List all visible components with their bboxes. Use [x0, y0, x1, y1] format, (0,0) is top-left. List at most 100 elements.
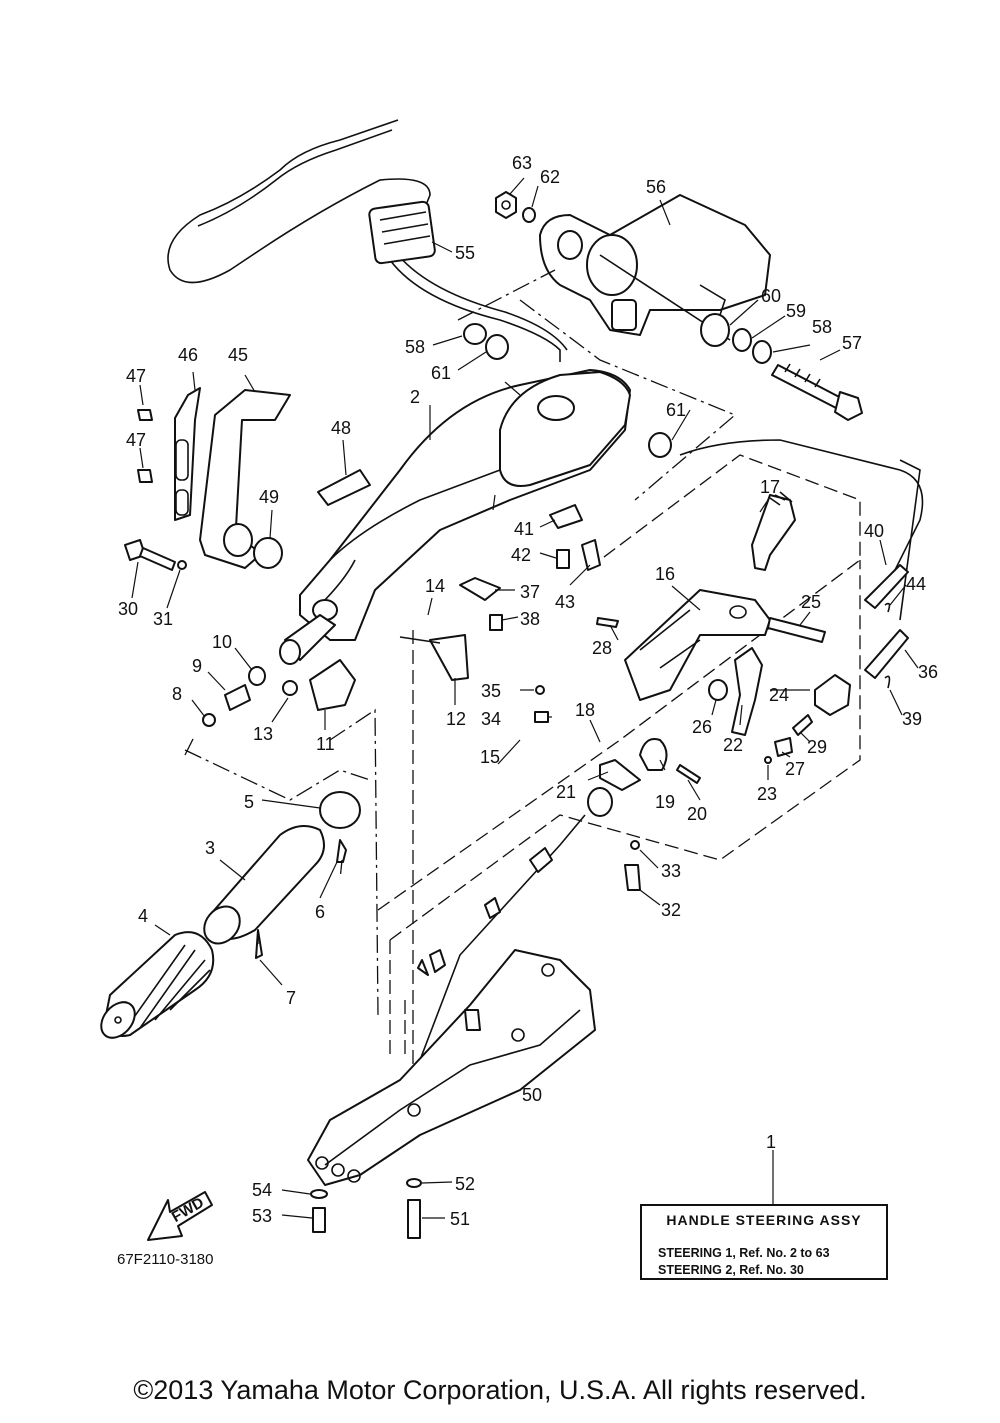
callout-52: 52	[455, 1174, 475, 1194]
collar-5	[319, 791, 361, 829]
callout-16: 16	[655, 564, 675, 584]
bushing-61-left	[485, 334, 509, 360]
callout-43: 43	[555, 592, 575, 612]
callout-24: 24	[769, 685, 789, 705]
callout-54: 54	[252, 1180, 272, 1200]
cable-end-40	[864, 564, 909, 609]
callout-49: 49	[259, 487, 279, 507]
callout-23: 23	[757, 784, 777, 804]
pin-20	[676, 764, 701, 784]
clip-39	[884, 675, 891, 689]
bolt-57	[771, 363, 863, 421]
cover-50	[307, 949, 596, 1186]
bolt-30	[124, 539, 176, 571]
callout-58a: 58	[812, 317, 832, 337]
reference-line-2: STEERING 2, Ref. No. 30	[658, 1263, 804, 1277]
callout-40: 40	[864, 521, 884, 541]
callout-60: 60	[761, 286, 781, 306]
callout-32: 32	[661, 900, 681, 920]
reference-title: HANDLE STEERING ASSY	[666, 1212, 862, 1228]
callout-11: 11	[316, 734, 335, 754]
screw-47-lower	[137, 469, 153, 483]
callout-55: 55	[455, 243, 475, 263]
callout-14: 14	[425, 576, 445, 596]
block-24	[814, 674, 851, 716]
clip-44	[884, 602, 891, 613]
callout-61a: 61	[431, 363, 451, 383]
shaft-group	[202, 614, 469, 727]
copyright-notice: ©2013 Yamaha Motor Corporation, U.S.A. A…	[133, 1375, 867, 1405]
washer-26	[708, 679, 728, 701]
callout-8: 8	[172, 684, 182, 704]
callout-36: 36	[918, 662, 938, 682]
callout-50: 50	[522, 1085, 542, 1105]
steering-handle-2	[299, 369, 631, 641]
callout-2: 2	[410, 387, 420, 407]
screw-7	[255, 929, 263, 959]
bolt-32	[624, 864, 641, 891]
callout-6: 6	[315, 902, 325, 922]
callout-9: 9	[192, 656, 202, 676]
callout-13: 13	[253, 724, 273, 744]
screw-27	[774, 737, 793, 757]
leader-lines	[131, 177, 919, 1219]
callout-12: 12	[446, 709, 466, 729]
callout-41: 41	[514, 519, 534, 539]
callout-56: 56	[646, 177, 666, 197]
reference-box: HANDLE STEERING ASSY STEERING 1, Ref. No…	[640, 1204, 888, 1280]
bracket-16	[624, 589, 771, 701]
screw-34	[534, 711, 549, 723]
callout-34: 34	[481, 709, 501, 729]
washer-58-left	[463, 323, 487, 345]
callout-17: 17	[760, 477, 780, 497]
callout-21: 21	[556, 782, 576, 802]
callout-25: 25	[801, 592, 821, 612]
callout-62: 62	[540, 167, 560, 187]
callout-53: 53	[252, 1206, 272, 1226]
screw-28	[596, 617, 619, 628]
callout-15: 15	[480, 747, 500, 767]
callout-58b: 58	[405, 337, 425, 357]
washer-58-right	[752, 340, 772, 364]
callout-57: 57	[842, 333, 862, 353]
callout-44: 44	[906, 574, 926, 594]
fwd-arrow-icon: FWD	[147, 1191, 213, 1241]
bushing-49	[253, 537, 283, 569]
lever-22	[731, 647, 763, 736]
callout-47a: 47	[126, 366, 146, 386]
washer-54	[310, 1189, 328, 1199]
callout-35: 35	[481, 681, 501, 701]
callout-3: 3	[205, 838, 215, 858]
callout-39: 39	[902, 709, 922, 729]
clip-46	[174, 387, 201, 521]
callout-1: 1	[766, 1132, 776, 1152]
assembly-line	[457, 269, 737, 501]
screw-51	[407, 1199, 421, 1239]
callout-48: 48	[331, 418, 351, 438]
callouts: 1 2 3 4 5 6 7 8 9 10 11 12 13 14 15 16 1…	[117, 153, 938, 1268]
callout-5: 5	[244, 792, 254, 812]
washer-59	[732, 328, 752, 352]
reference-line-1: STEERING 1, Ref. No. 2 to 63	[658, 1246, 830, 1260]
callout-63: 63	[512, 153, 532, 173]
box-outline-18	[377, 454, 861, 911]
callout-18: 18	[575, 700, 595, 720]
box-outline-15	[389, 560, 861, 941]
callout-20: 20	[687, 804, 707, 824]
callout-47b: 47	[126, 430, 146, 450]
screw-53	[312, 1207, 326, 1233]
screw-47-upper	[137, 409, 153, 421]
callout-33: 33	[661, 861, 681, 881]
washer-33	[630, 840, 640, 850]
washer-62	[522, 207, 536, 223]
callout-59: 59	[786, 301, 806, 321]
callout-46: 46	[178, 345, 198, 365]
bracket-56	[539, 194, 771, 341]
callout-51: 51	[450, 1209, 470, 1229]
callout-4: 4	[138, 906, 148, 926]
link-21	[599, 759, 641, 791]
spring-29	[792, 714, 813, 736]
callout-30: 30	[118, 599, 138, 619]
throttle-grip-3	[203, 825, 325, 945]
